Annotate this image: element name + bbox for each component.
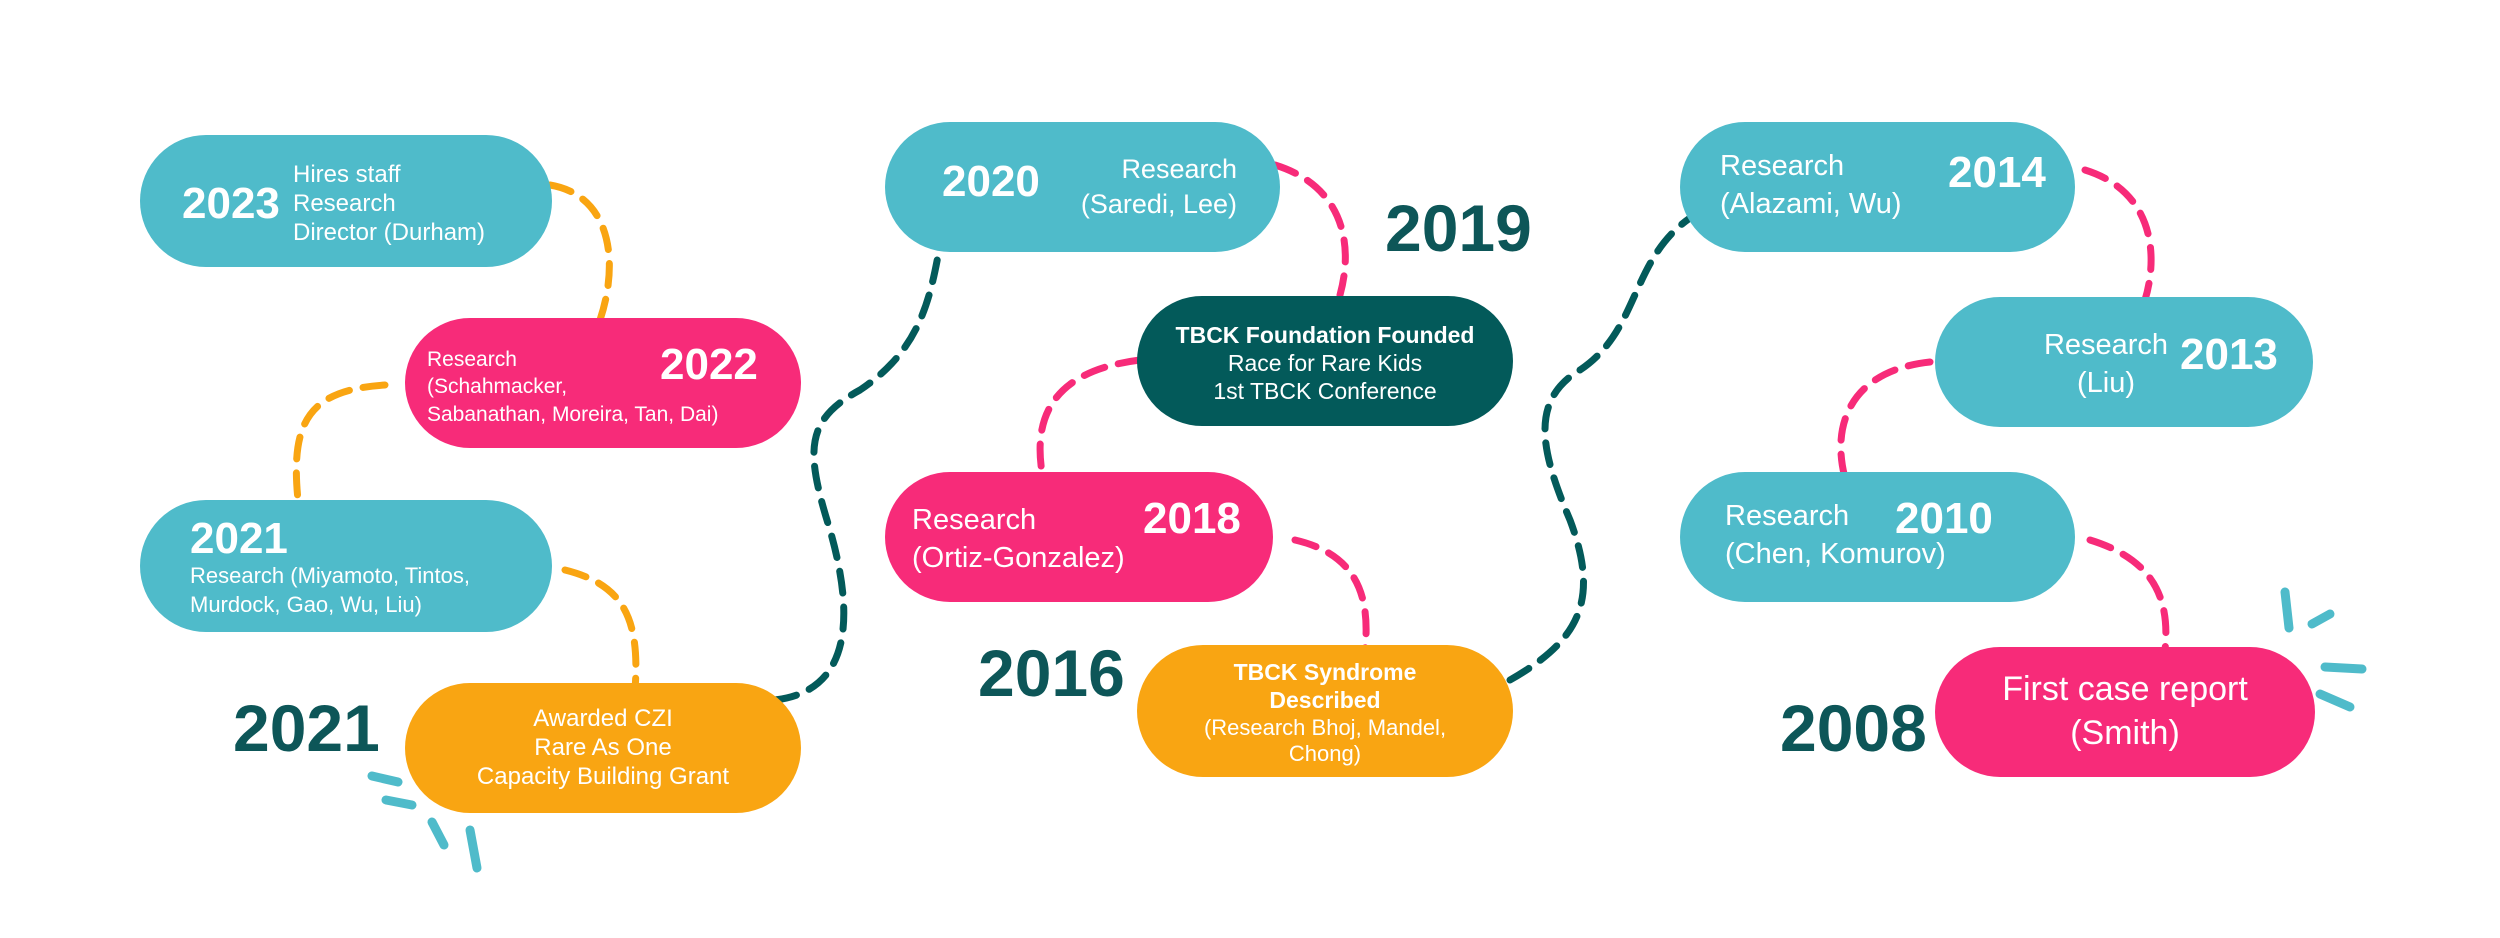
event-year-label: 2016	[978, 636, 1125, 710]
event-year-label: 2021	[233, 691, 380, 765]
event-2013: Research (Liu) 2013	[1935, 297, 2313, 427]
event-2021-research: 2021 Research (Miyamoto, Tintos, Murdock…	[140, 500, 552, 632]
event-text: Research (Miyamoto, Tintos, Murdock, Gao…	[190, 563, 470, 617]
event-2023: 2023 Hires staff Research Director (Durh…	[140, 135, 552, 267]
connector-2021-2020	[771, 241, 944, 704]
event-text: Hires staff Research Director (Durham)	[293, 161, 486, 246]
connector-2023-2022	[546, 181, 613, 324]
event-2014: Research (Alazami, Wu) 2014	[1680, 122, 2075, 252]
event-year: 2022	[660, 340, 758, 389]
event-2010: Research (Chen, Komurov) 2010	[1680, 472, 2075, 602]
event-text: Awarded CZI Rare As One Capacity Buildin…	[476, 705, 730, 790]
sparkle-icon	[367, 771, 482, 873]
event-year-label: 2008	[1780, 691, 1927, 765]
connector-2019-2018	[1036, 356, 1144, 482]
connector-2013-2010	[1837, 358, 1934, 482]
connector-2014-2013	[2081, 166, 2155, 304]
connector-2016-2014	[1506, 214, 1694, 684]
event-year: 2023	[182, 179, 280, 228]
event-2020: 2020 Research (Saredi, Lee)	[885, 122, 1280, 252]
event-2016: TBCK Syndrome Described (Research Bhoj, …	[1137, 645, 1513, 777]
event-text: Research (Saredi, Lee)	[1080, 154, 1237, 220]
event-year: 2014	[1948, 148, 2046, 197]
sparkle-icon	[2280, 587, 2367, 712]
event-2019: TBCK Foundation Founded Race for Rare Ki…	[1137, 296, 1513, 426]
event-2021-grant: Awarded CZI Rare As One Capacity Buildin…	[405, 683, 801, 813]
event-year: 2021	[190, 514, 288, 563]
connector-2010-2008	[2086, 536, 2170, 654]
connector-2018-2016	[1291, 536, 1370, 654]
event-year-label: 2019	[1385, 191, 1532, 265]
event-text: Race for Rare Kids 1st TBCK Conference	[1213, 350, 1437, 404]
event-2022: 2022 Research (Schahmacker, Sabanathan, …	[405, 318, 801, 448]
connector-2021-2021	[561, 566, 640, 694]
event-text: Research (Chen, Komurov)	[1725, 500, 1946, 570]
event-2008: First case report (Smith)	[1935, 647, 2315, 777]
event-text: Research (Alazami, Wu)	[1720, 150, 1902, 220]
event-year: 2013	[2180, 330, 2278, 379]
event-title: TBCK Syndrome Described	[1233, 659, 1417, 713]
connector-2022-2021	[292, 381, 389, 504]
event-year: 2020	[942, 157, 1040, 206]
event-text: Research (Ortiz-Gonzalez)	[912, 504, 1125, 574]
event-2018: 2018 Research (Ortiz-Gonzalez)	[885, 472, 1273, 602]
event-title: TBCK Foundation Founded	[1175, 322, 1475, 348]
event-year: 2010	[1895, 494, 1993, 543]
event-text: (Research Bhoj, Mandel, Chong)	[1203, 715, 1447, 767]
event-text: Research (Liu)	[2043, 329, 2169, 399]
connector-2020-2019	[1271, 161, 1349, 299]
event-year: 2018	[1143, 494, 1241, 543]
event-text: Research (Schahmacker, Sabanathan, Morei…	[427, 348, 719, 426]
event-text: First case report (Smith)	[2002, 670, 2248, 753]
